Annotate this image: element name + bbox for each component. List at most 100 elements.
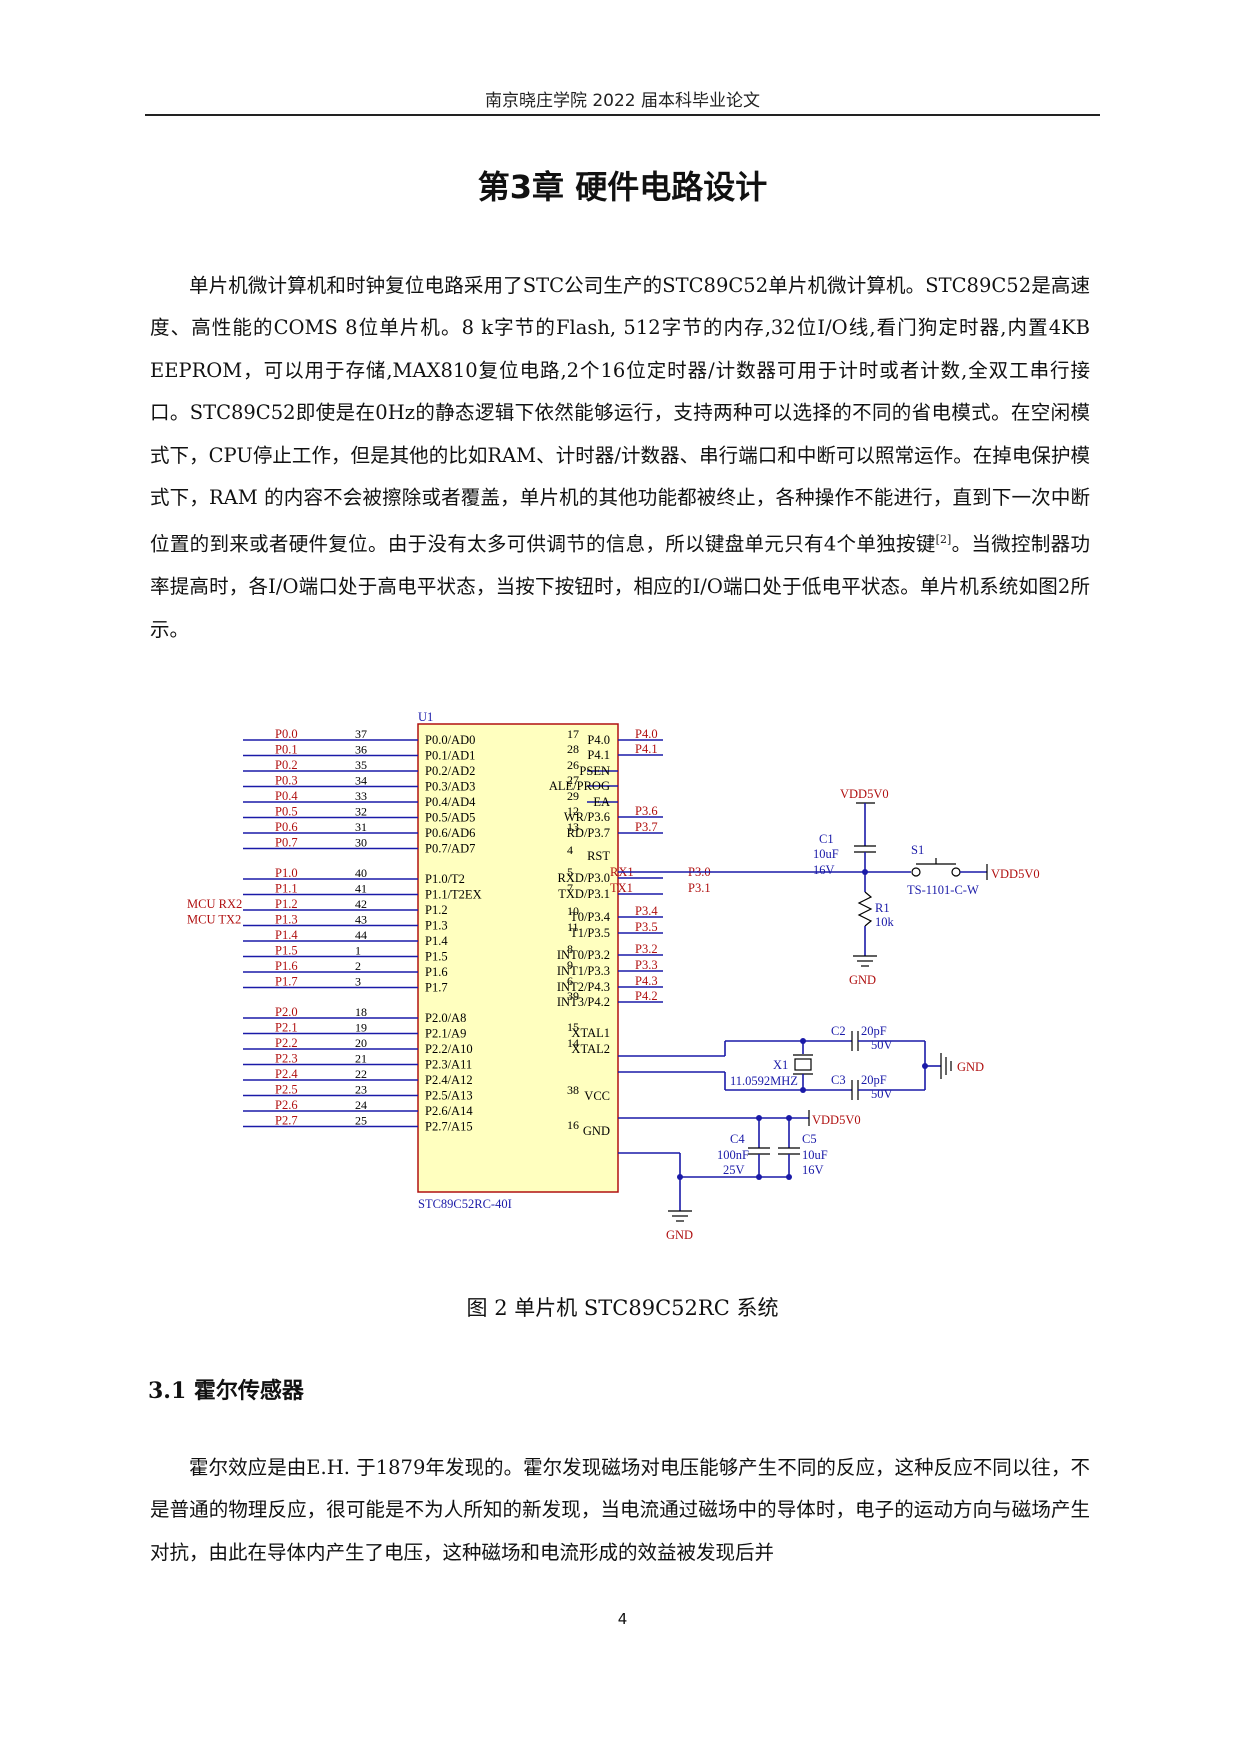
left-pin-number: 31 <box>355 820 367 834</box>
c3-voltage: 50V <box>871 1087 893 1101</box>
left-pin-net: P2.5 <box>275 1083 298 1097</box>
reset-vdd-label: VDD5V0 <box>840 787 889 801</box>
right-pin-name: RST <box>587 849 610 863</box>
left-pin-net: P2.0 <box>275 1005 298 1019</box>
right-pin-name: T0/P3.4 <box>570 910 611 924</box>
left-pin-name: P1.4 <box>425 934 448 948</box>
paragraph-2: 霍尔效应是由E.H. 于1879年发现的。霍尔发现磁场对电压能够产生不同的反应，… <box>150 1447 1090 1574</box>
c5-value: 10uF <box>802 1148 828 1162</box>
left-pin-net: P1.2 <box>275 897 298 911</box>
left-pin-net: P0.1 <box>275 743 298 757</box>
right-pin-name: VCC <box>584 1089 610 1103</box>
right-pin-name: RD/P3.7 <box>567 826 610 840</box>
left-pin-name: P0.0/AD0 <box>425 733 475 747</box>
right-pin-number: 15 <box>567 1020 579 1034</box>
left-pin-name: P2.1/A9 <box>425 1027 466 1041</box>
right-pin-name: RXD/P3.0 <box>558 871 610 885</box>
left-pin-name: P0.2/AD2 <box>425 764 475 778</box>
right-pin-number: 10 <box>567 904 579 918</box>
left-pin-number: 37 <box>355 727 367 741</box>
right-pin-number: 5 <box>567 865 573 879</box>
s1-part: TS-1101-C-W <box>907 883 979 897</box>
c1-value: 10uF <box>813 847 839 861</box>
left-pin-net: P2.1 <box>275 1021 298 1035</box>
left-pin-net: P1.7 <box>275 975 298 989</box>
crystal-gnd-label: GND <box>957 1060 984 1074</box>
power-gnd-label: GND <box>666 1228 693 1242</box>
left-pin-net: P1.5 <box>275 944 298 958</box>
left-pin-number: 33 <box>355 789 367 803</box>
c4-value: 100nF <box>717 1148 749 1162</box>
left-pin-name: P0.7/AD7 <box>425 842 475 856</box>
right-pin-number: 13 <box>567 820 579 834</box>
crystal-circuit: X1 11.0592MHZ C2 20pF 50V C3 20pF 50V GN… <box>618 1024 984 1101</box>
right-pin-net: P3.2 <box>635 942 658 956</box>
chip-part: STC89C52RC-40I <box>418 1197 512 1211</box>
right-pin-net: P3.4 <box>635 904 658 918</box>
s1-vdd-label: VDD5V0 <box>991 867 1040 881</box>
left-pin-number: 18 <box>355 1005 367 1019</box>
right-pin-number: 4 <box>567 843 573 857</box>
left-pin-extra: MCU RX2 <box>187 897 242 911</box>
right-pin-number: 26 <box>567 758 579 772</box>
right-pin-name: EA <box>593 795 610 809</box>
right-pin-number: 17 <box>567 727 579 741</box>
chip-ref: U1 <box>418 710 433 724</box>
right-pin-name: XTAL1 <box>571 1026 610 1040</box>
left-pin-net: P1.0 <box>275 866 298 880</box>
reset-circuit: VDD5V0 C1 10uF 16V S1 TS-1101-C-W VDD5V0… <box>618 787 1040 987</box>
r1-ref: R1 <box>875 901 890 915</box>
left-pin-name: P2.2/A10 <box>425 1042 473 1056</box>
right-pin-name: XTAL2 <box>571 1042 610 1056</box>
left-pin-number: 23 <box>355 1083 367 1097</box>
left-pin-net: P0.2 <box>275 758 298 772</box>
s1-ref: S1 <box>911 843 924 857</box>
right-pin-net: P3.1 <box>688 881 711 895</box>
left-pin-net: P0.0 <box>275 727 298 741</box>
left-pin-number: 36 <box>355 743 367 757</box>
right-pin-number: 6 <box>567 974 573 988</box>
left-pin-name: P0.6/AD6 <box>425 826 475 840</box>
r1-value: 10k <box>875 915 895 929</box>
c1-ref: C1 <box>819 832 834 846</box>
figure-caption: 图 2 单片机 STC89C52RC 系统 <box>466 1296 779 1320</box>
c4-voltage: 25V <box>723 1163 745 1177</box>
left-pin-name: P0.5/AD5 <box>425 811 475 825</box>
right-pin-name: WR/P3.6 <box>564 810 610 824</box>
left-pin-number: 41 <box>355 882 367 896</box>
left-pin-net: P1.3 <box>275 913 298 927</box>
right-pin-number: 8 <box>567 942 573 956</box>
paragraph-2-text: 霍尔效应是由E.H. 于1879年发现的。霍尔发现磁场对电压能够产生不同的反应，… <box>150 1456 1090 1564</box>
power-circuit: VDD5V0 C4 100nF 25V C5 10uF 16V GND <box>618 1110 861 1242</box>
right-pin-net: P4.1 <box>635 742 658 756</box>
right-pin-number: 27 <box>567 773 579 787</box>
right-pin-number: 9 <box>567 958 573 972</box>
right-pin-name: INT0/P3.2 <box>557 948 610 962</box>
left-pin-name: P2.7/A15 <box>425 1120 473 1134</box>
left-pin-net: P1.4 <box>275 928 298 942</box>
c3-ref: C3 <box>831 1073 846 1087</box>
c3-value: 20pF <box>861 1073 887 1087</box>
running-header: 南京晓庄学院 2022 届本科毕业论文 <box>484 91 761 111</box>
left-pin-number: 43 <box>355 913 367 927</box>
chip-body <box>417 723 619 1193</box>
left-pin-name: P1.5 <box>425 950 448 964</box>
left-pin-number: 25 <box>355 1114 367 1128</box>
c2-value: 20pF <box>861 1024 887 1038</box>
citation-ref: [2] <box>935 533 952 547</box>
left-pin-number: 20 <box>355 1036 367 1050</box>
right-pin-name: TXD/P3.1 <box>558 887 610 901</box>
right-pin-net: P3.6 <box>635 804 658 818</box>
left-pin-extra: MCU TX2 <box>187 913 241 927</box>
c4-ref: C4 <box>730 1132 745 1146</box>
left-pin-net: P0.7 <box>275 836 298 850</box>
right-pin-name: INT2/P4.3 <box>557 980 610 994</box>
right-pin-signal: TX1 <box>610 881 633 895</box>
c5-voltage: 16V <box>802 1163 824 1177</box>
left-pin-number: 21 <box>355 1052 367 1066</box>
x1-ref: X1 <box>773 1058 788 1072</box>
x1-value: 11.0592MHZ <box>730 1074 798 1088</box>
right-pin-name: INT1/P3.3 <box>557 964 610 978</box>
